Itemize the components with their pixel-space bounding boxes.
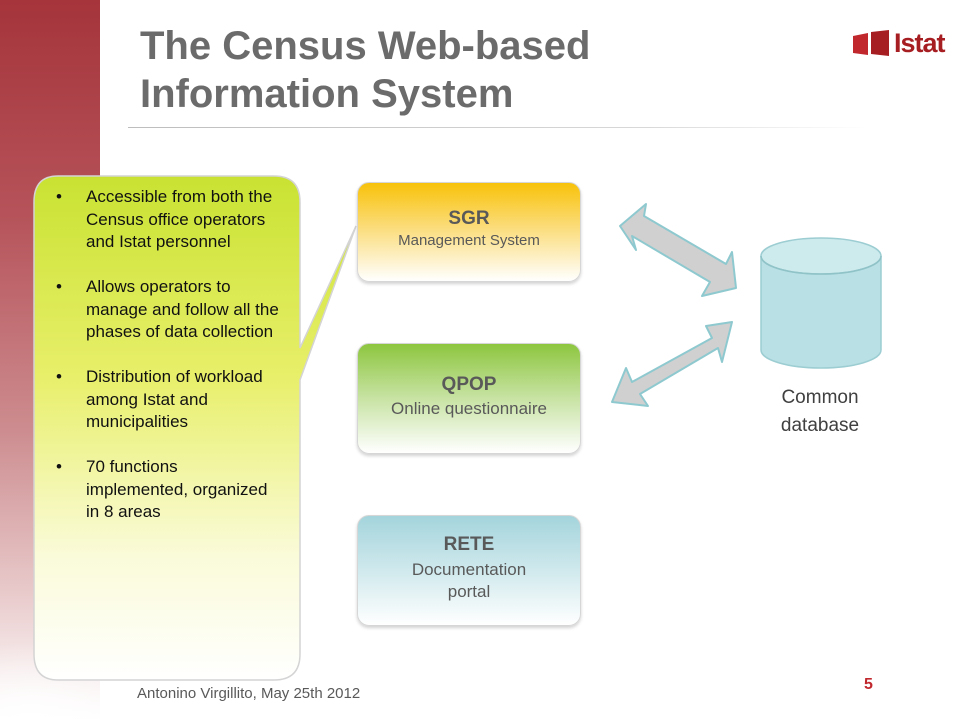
slide-title: The Census Web-based Information System [140,22,760,118]
rete-description: Documentation portal [358,559,580,603]
callout-bullet-list: • Accessible from both the Census office … [56,186,284,524]
rete-title: RETE [443,534,495,555]
istat-logo: Istat [852,26,952,62]
bullet-text: Distribution of workload among Istat and… [86,367,263,431]
database-cylinder-icon [760,237,882,369]
title-line-2: Information System [140,72,514,116]
page-number: 5 [864,676,873,693]
sgr-system-box: SGR Management System [357,182,581,282]
qpop-description: Online questionnaire [391,399,547,418]
rete-system-box: RETE Documentation portal [357,515,581,626]
bullet-dot: • [56,457,62,476]
database-label: Common database [760,384,880,440]
bullet-text: Accessible from both the Census office o… [86,187,273,251]
bullet-dot: • [56,187,62,206]
sgr-title: SGR [448,208,490,229]
bullet-item: • Distribution of workload among Istat an… [56,366,284,434]
title-line-1: The Census Web-based [140,24,591,68]
bullet-text: Allows operators to manage and follow al… [86,277,279,341]
title-divider [128,127,868,128]
bullet-item: • Accessible from both the Census office … [56,186,284,254]
bullet-dot: • [56,277,62,296]
bullet-item: • Allows operators to manage and follow a… [56,276,284,344]
qpop-database-arrow [611,321,733,407]
istat-logo-icon [853,30,889,56]
logo-text: Istat [894,28,946,58]
footer-text: Antonino Virgillito, May 25th 2012 [137,685,361,702]
callout-shape [33,175,357,681]
bullet-dot: • [56,367,62,386]
database-label-line-2: database [780,415,860,436]
database-label-line-1: Common [781,387,859,408]
connector-arrows [611,203,737,407]
qpop-title: QPOP [441,374,497,395]
sgr-database-arrow [619,203,737,297]
bullet-text: 70 functions implemented, organized in 8… [86,457,268,521]
sgr-description: Management System [398,232,540,249]
qpop-system-box: QPOP Online questionnaire [357,343,581,454]
rete-description-line-2: portal [447,582,491,601]
bullet-item: • 70 functions implemented, organized in … [56,456,284,524]
rete-description-line-1: Documentation [411,560,527,579]
